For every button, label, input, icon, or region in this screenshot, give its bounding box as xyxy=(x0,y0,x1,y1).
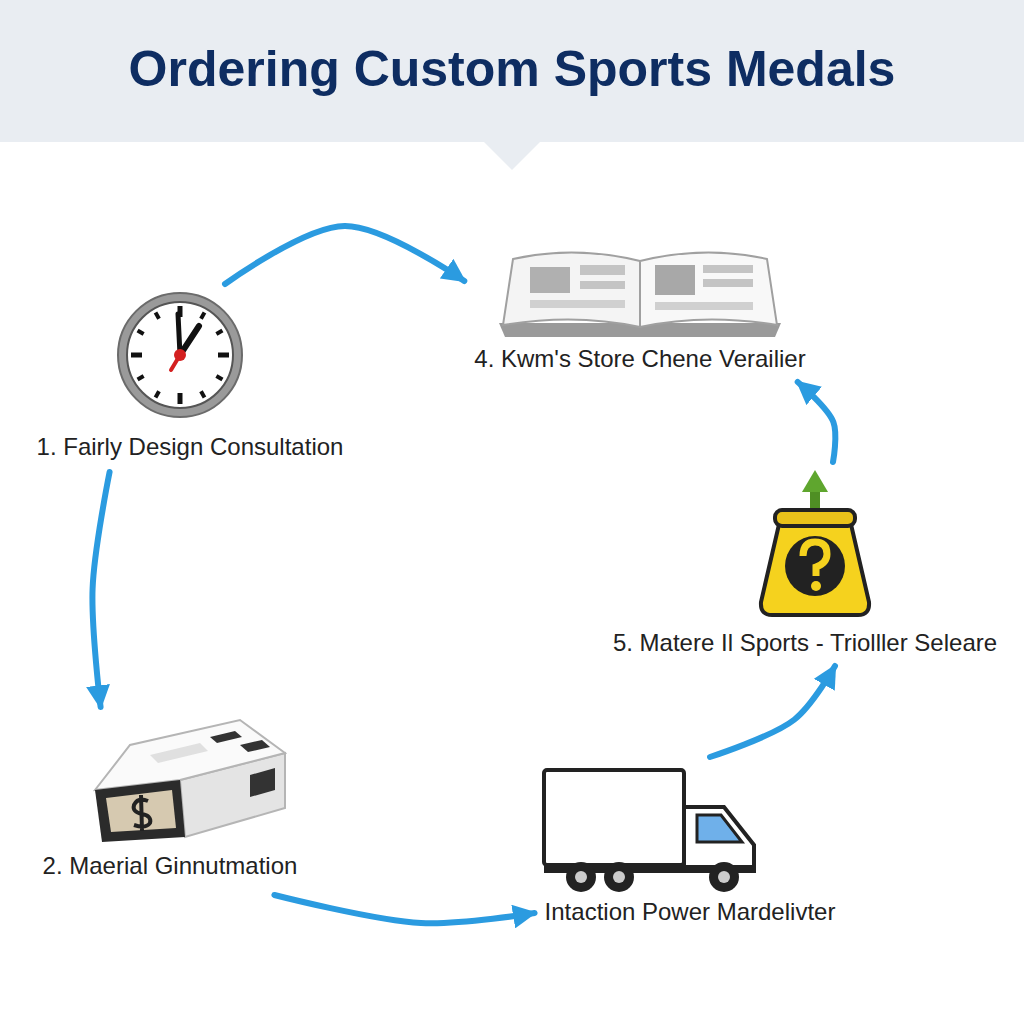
clock-step: 1. Fairly Design Consultation xyxy=(35,290,346,462)
catalog-step: 4. Kwm's Store Chene Verailier xyxy=(472,245,807,374)
step-icon xyxy=(495,245,785,340)
selection-step: 5. Matere Il Sports - Triolller Seleare xyxy=(611,470,999,658)
flow-arrow xyxy=(710,666,835,757)
step-label: 2. Maerial Ginnutmation xyxy=(41,851,300,881)
flow-arrow xyxy=(92,472,109,707)
step-icon xyxy=(539,765,761,895)
diagram-title: Ordering Custom Sports Medals xyxy=(0,40,1024,98)
step-icon xyxy=(90,715,290,845)
material-step: 2. Maerial Ginnutmation xyxy=(41,715,300,881)
step-label: 5. Matere Il Sports - Triolller Seleare xyxy=(611,628,999,658)
delivery-step: Intaction Power Mardelivter xyxy=(543,765,838,927)
flow-arrow xyxy=(274,895,534,923)
step-label: 1. Fairly Design Consultation xyxy=(35,432,346,462)
flow-arrow xyxy=(798,382,836,462)
flow-arrow xyxy=(225,226,464,284)
step-icon xyxy=(115,290,245,420)
step-label: 4. Kwm's Store Chene Verailier xyxy=(472,344,807,374)
step-label: Intaction Power Mardelivter xyxy=(543,897,838,927)
step-icon xyxy=(755,470,875,620)
